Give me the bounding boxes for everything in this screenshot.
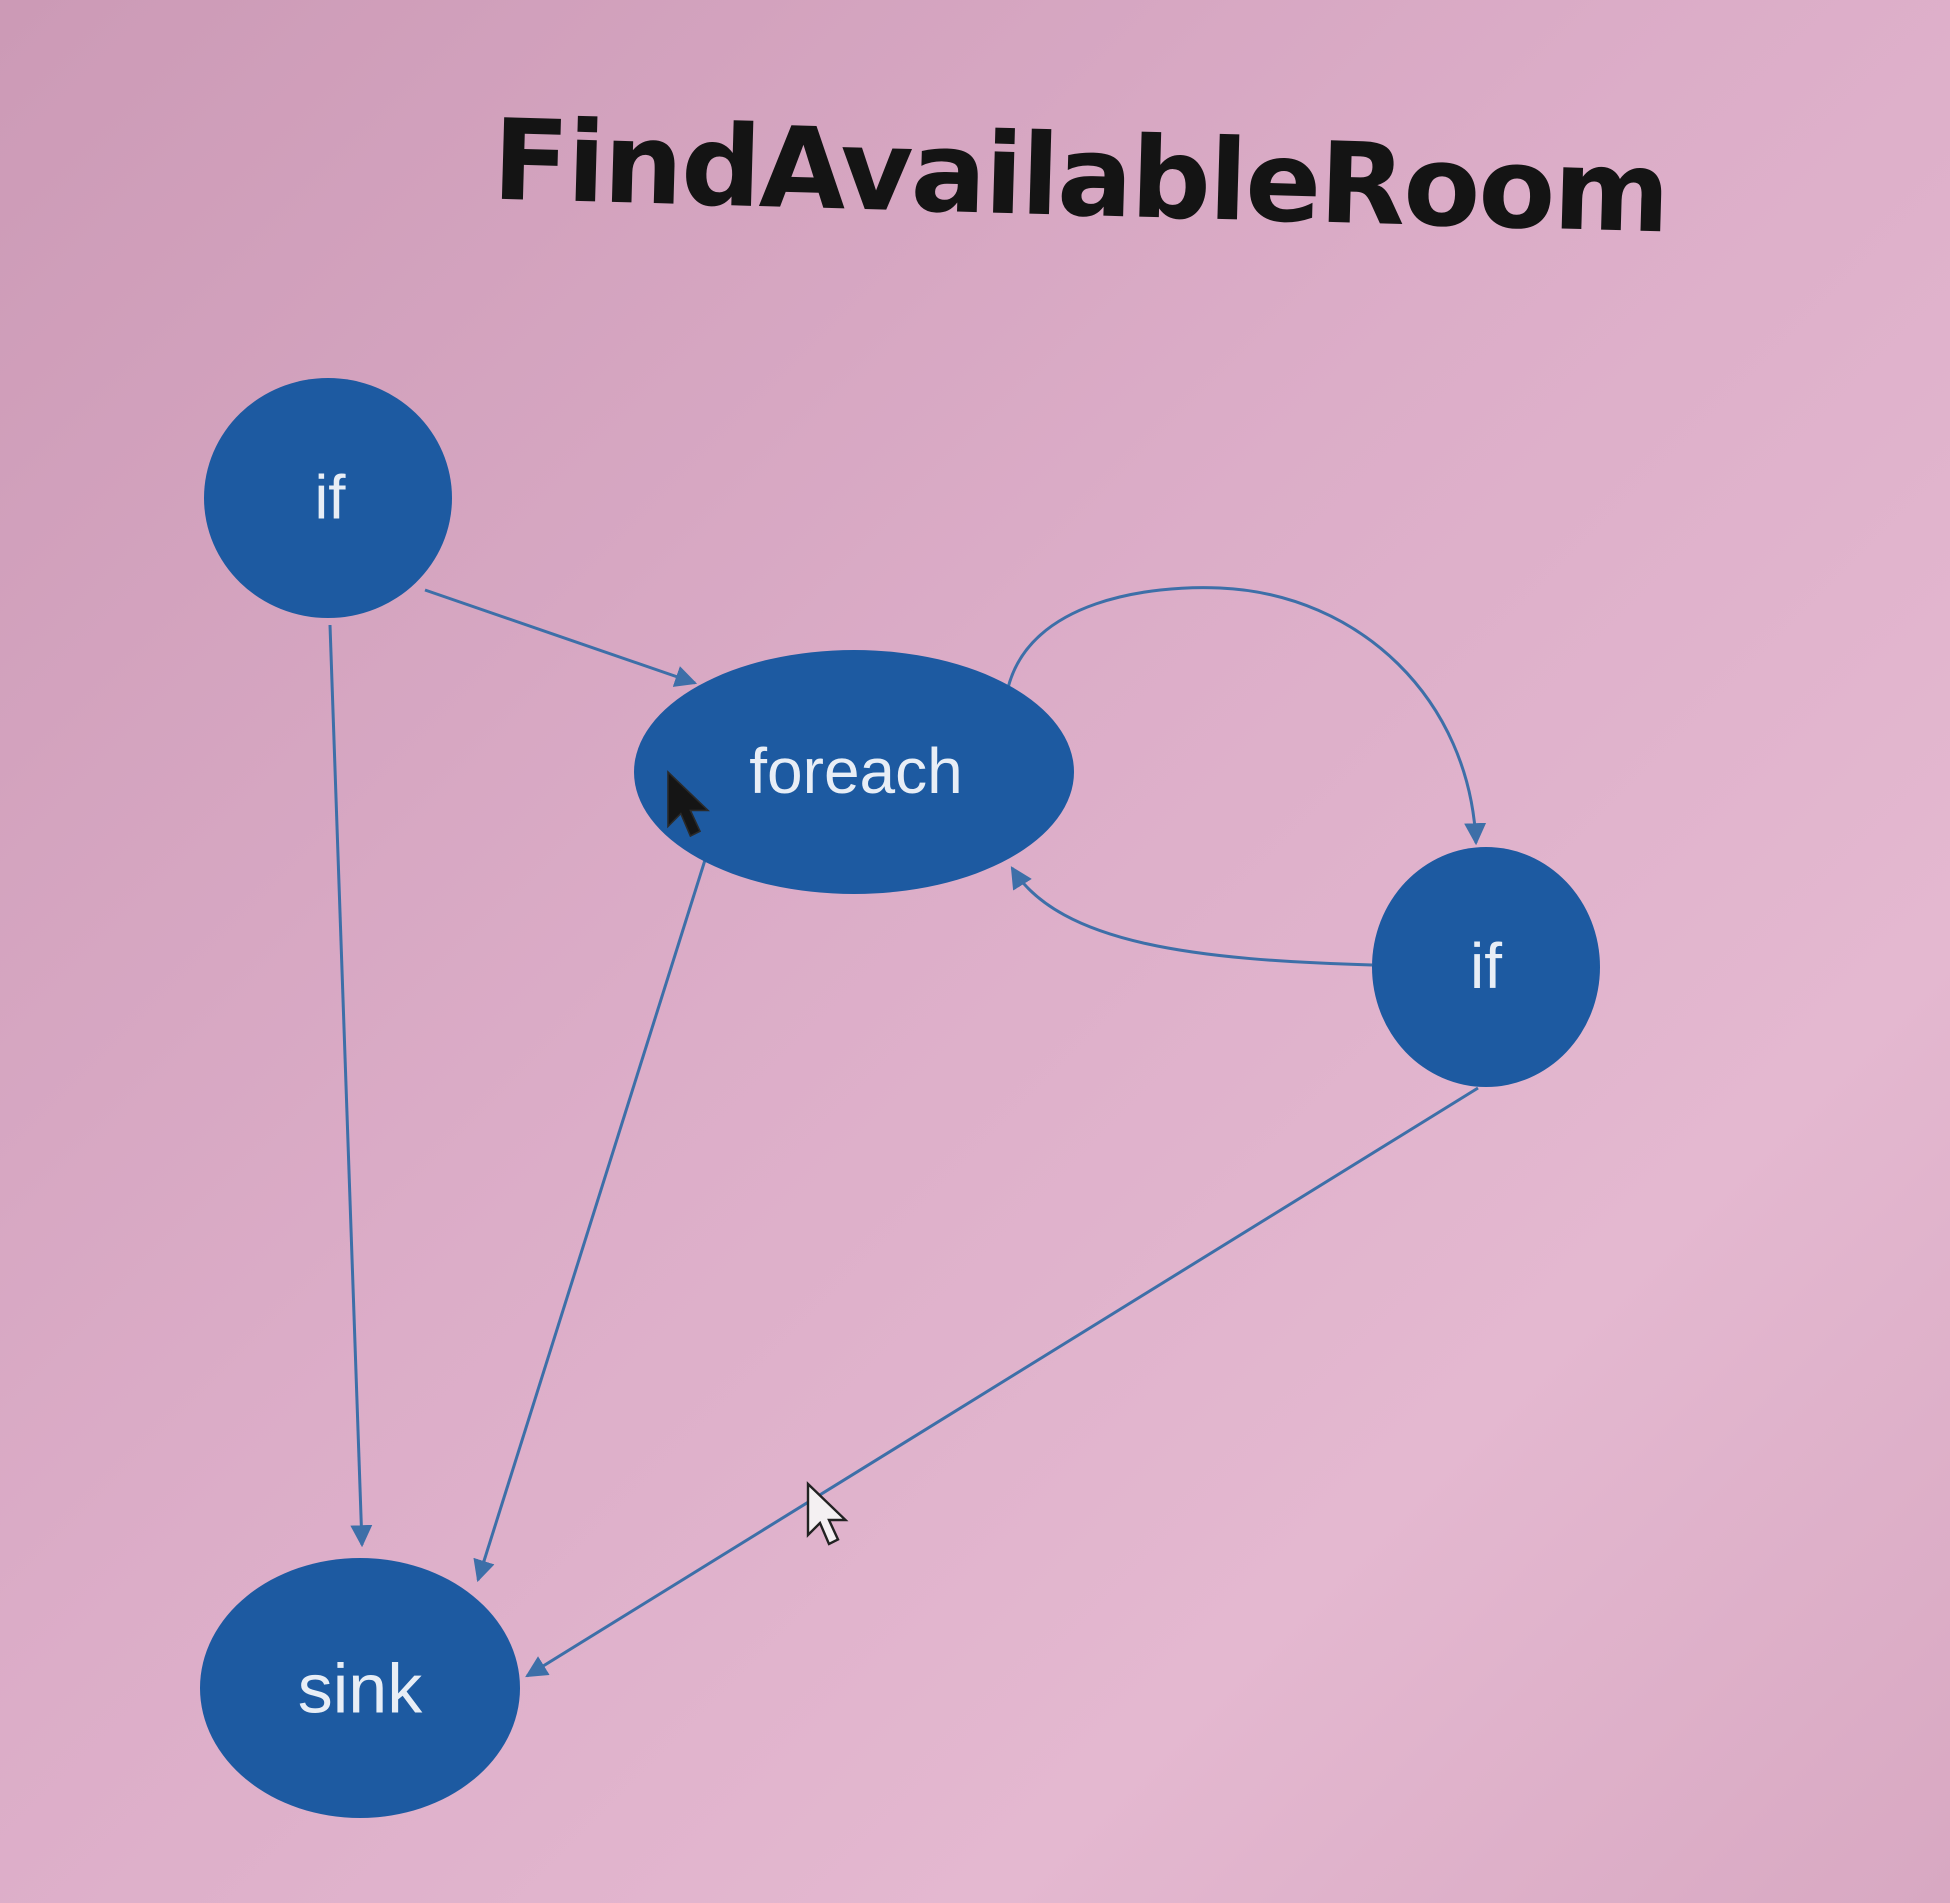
- edge-if-top-to-foreach[interactable]: [424, 588, 698, 687]
- node-sink[interactable]: sink: [200, 1558, 520, 1818]
- black-arrow-cursor: [667, 770, 710, 838]
- node-if-top[interactable]: if: [204, 378, 452, 618]
- edge-if-top-to-sink[interactable]: [328, 624, 373, 1548]
- node-foreach[interactable]: foreach: [634, 650, 1074, 894]
- node-if-right-label: if: [1470, 930, 1502, 1002]
- edge-if-right-to-foreach[interactable]: [1010, 866, 1373, 967]
- node-sink-label: sink: [298, 1649, 423, 1727]
- node-if-right[interactable]: if: [1372, 847, 1600, 1087]
- edge-foreach-to-if-right[interactable]: [1006, 586, 1487, 846]
- edge-if-right-to-sink[interactable]: [525, 1086, 1479, 1678]
- node-foreach-label: foreach: [749, 735, 962, 807]
- node-if-top-label: if: [315, 463, 347, 532]
- white-arrow-cursor: [806, 1481, 849, 1546]
- edge-foreach-to-sink[interactable]: [473, 859, 707, 1583]
